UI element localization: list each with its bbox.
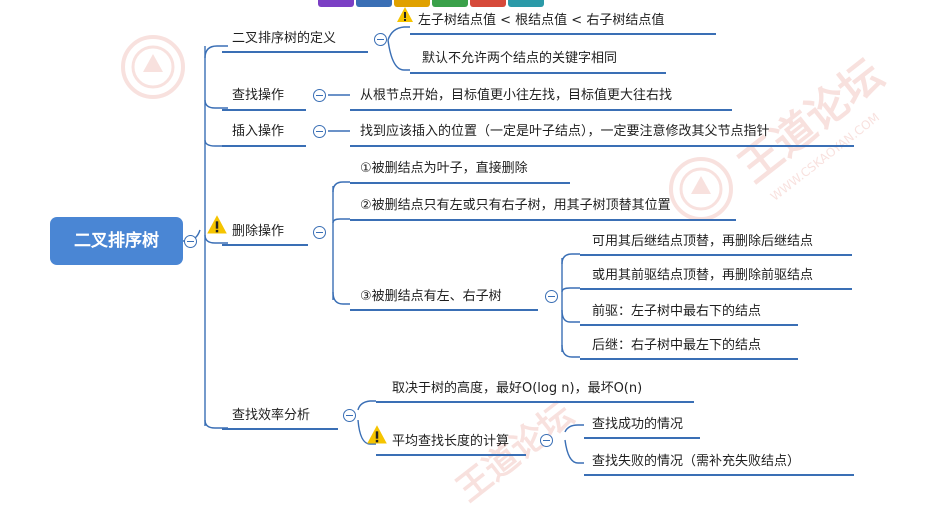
search-detail-underline [350, 109, 732, 111]
palette-swatch [432, 0, 468, 7]
collapse-toggle-root[interactable] [184, 235, 197, 248]
case-3-child-3[interactable]: 前驱：左子树中最右下的结点 [592, 304, 762, 319]
palette-swatch [470, 0, 506, 7]
collapse-toggle-case-3[interactable] [545, 290, 558, 303]
connector-avg-1 [564, 424, 584, 433]
efficiency-item-2[interactable]: 平均查找长度的计算 [392, 434, 510, 449]
insert-detail[interactable]: 找到应该插入的位置（一定是叶子结点），一定要注意修改其父节点指针 [360, 124, 770, 139]
connector-efficiency [204, 419, 228, 429]
avg-length-child-1-underline [584, 437, 700, 439]
connector-c3-4 [561, 344, 580, 358]
collapse-toggle-delete[interactable] [313, 226, 326, 239]
delete-case-1[interactable]: ①被删结点为叶子，直接删除 [360, 161, 528, 176]
delete-case-3-underline [350, 309, 538, 311]
case-3-child-4[interactable]: 后继：右子树中最左下的结点 [592, 338, 762, 353]
case-3-child-2-underline [580, 288, 852, 290]
definition-item-2[interactable]: 默认不允许两个结点的关键字相同 [422, 51, 618, 66]
case-3-child-4-underline [580, 358, 798, 360]
branch-delete[interactable]: 删除操作 [232, 224, 285, 239]
root-topic[interactable]: 二叉排序树 [50, 217, 183, 265]
delete-case-2-underline [350, 219, 736, 221]
branch-efficiency[interactable]: 查找效率分析 [232, 408, 311, 423]
branch-insert-underline [222, 145, 306, 147]
efficiency-item-2-underline [376, 454, 526, 456]
connector-c3-1 [561, 253, 580, 265]
efficiency-item-1-underline [376, 401, 694, 403]
connector-avg-2 [564, 439, 584, 464]
palette-swatch [318, 0, 354, 7]
definition-item-1[interactable]: 左子树结点值 < 根结点值 < 右子树结点值 [418, 13, 665, 28]
palette-swatch [394, 0, 430, 7]
collapse-toggle-search[interactable] [313, 89, 326, 102]
case-3-child-3-underline [580, 324, 798, 326]
case-3-child-1[interactable]: 可用其后继结点顶替，再删除后继结点 [592, 234, 814, 249]
palette-swatch [356, 0, 392, 7]
connector-def-1 [387, 26, 410, 41]
warning-icon [207, 215, 227, 234]
avg-length-child-2-underline [584, 474, 854, 476]
case-3-child-1-underline [580, 254, 852, 256]
branch-insert[interactable]: 插入操作 [232, 124, 285, 139]
connector-delete [204, 234, 228, 244]
watermark-logo [121, 35, 185, 99]
branch-efficiency-underline [222, 428, 338, 430]
connector-c3-3 [561, 309, 580, 323]
collapse-toggle-insert[interactable] [313, 125, 326, 138]
branch-search-underline [222, 109, 306, 111]
collapse-toggle-efficiency[interactable] [343, 409, 356, 422]
connector-insert [204, 139, 228, 147]
definition-item-1-underline [410, 33, 716, 35]
connector-search [204, 99, 228, 109]
delete-case-2[interactable]: ②被删结点只有左或只有右子树，用其子树顶替其位置 [360, 198, 671, 213]
connector-c3-2 [561, 287, 580, 293]
connector-def-2 [387, 39, 410, 71]
collapse-toggle-avg-length[interactable] [540, 434, 553, 447]
search-detail[interactable]: 从根节点开始，目标值更小往左找，目标值更大往右找 [360, 88, 673, 103]
delete-case-3[interactable]: ③被删结点有左、右子树 [360, 289, 502, 304]
case-3-child-2[interactable]: 或用其前驱结点顶替，再删除前驱结点 [592, 268, 814, 283]
avg-length-child-2[interactable]: 查找失败的情况（需补充失败结点） [592, 454, 801, 469]
branch-search[interactable]: 查找操作 [232, 88, 285, 103]
connector-eff-2 [357, 419, 376, 445]
branch-delete-underline [222, 244, 308, 246]
definition-item-2-underline [410, 72, 666, 74]
branch-definition-underline [222, 51, 368, 53]
connector-del-1 [332, 181, 350, 193]
insert-detail-underline [350, 145, 854, 147]
branch-definition[interactable]: 二叉排序树的定义 [232, 31, 337, 46]
watermark-logo [669, 157, 733, 221]
palette-swatch [508, 0, 544, 7]
warning-icon [397, 7, 413, 22]
efficiency-item-1[interactable]: 取决于树的高度，最好O(log n)，最坏O(n) [392, 381, 643, 396]
warning-icon [367, 425, 387, 444]
avg-length-child-1[interactable]: 查找成功的情况 [592, 417, 684, 432]
connector-eff-1 [357, 400, 376, 411]
mindmap-connectors [182, 26, 584, 464]
delete-case-1-underline [350, 182, 570, 184]
connector-del-2 [332, 218, 350, 224]
connector-definition [204, 45, 228, 59]
connector-del-3 [332, 291, 350, 305]
collapse-toggle-definition[interactable] [374, 33, 387, 46]
